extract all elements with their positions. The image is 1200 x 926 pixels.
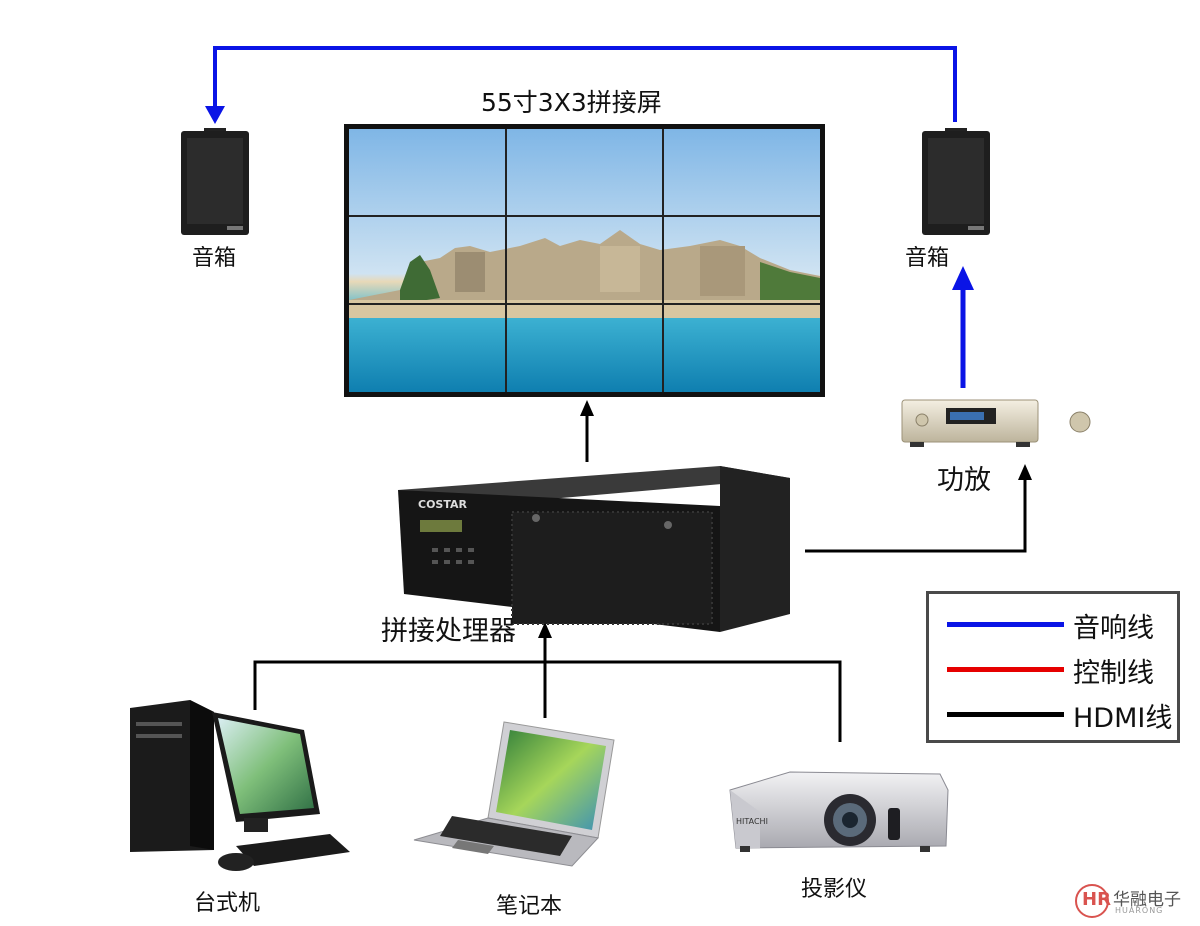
laptop-label: 笔记本 — [496, 894, 563, 919]
desktop-label: 台式机 — [194, 891, 261, 916]
hdmi-arrow-amp — [1018, 464, 1032, 480]
speaker-left-label: 音箱 — [192, 246, 237, 271]
legend-swatch-audio — [947, 622, 1064, 627]
speaker-left-icon — [181, 128, 249, 235]
processor-icon: COSTAR — [398, 466, 790, 632]
legend: 音响线 控制线 HDMI线 — [926, 591, 1180, 743]
processor-label: 拼接处理器 — [381, 616, 516, 647]
legend-label-hdmi: HDMI线 — [1073, 703, 1173, 734]
laptop-icon — [413, 721, 615, 867]
hdmi-line-amp — [805, 478, 1027, 553]
amplifier-label: 功放 — [937, 465, 991, 496]
legend-swatch-control — [947, 667, 1064, 672]
legend-swatch-hdmi — [947, 712, 1064, 717]
projector-label: 投影仪 — [801, 877, 868, 902]
diagram-title: 55寸3X3拼接屏 — [481, 88, 662, 117]
hdmi-arrow-screen — [580, 400, 594, 416]
processor-brand-text: COSTAR — [418, 498, 468, 511]
audio-arrow-left-speaker — [205, 106, 225, 124]
hdmi-arrow-processor — [538, 622, 552, 638]
legend-label-control: 控制线 — [1073, 658, 1154, 689]
logo-mark-text: HR — [1082, 889, 1111, 910]
legend-item-control: 控制线 — [947, 649, 1177, 689]
video-wall — [344, 124, 825, 397]
logo-mark-icon: HR — [1075, 884, 1111, 918]
projector-icon: HITACHI — [729, 771, 949, 852]
legend-label-audio: 音响线 — [1073, 613, 1154, 644]
company-logo: HR 华融电子 HUARONG — [1075, 884, 1185, 918]
logo-subtext: HUARONG — [1115, 906, 1164, 915]
logo-text: 华融电子 — [1113, 890, 1181, 910]
speaker-right-label: 音箱 — [905, 246, 950, 271]
legend-item-audio: 音响线 — [947, 604, 1177, 644]
projector-brand-text: HITACHI — [736, 817, 768, 826]
legend-item-hdmi: HDMI线 — [947, 694, 1177, 734]
hdmi-line-sources — [253, 660, 842, 742]
desktop-icon — [130, 700, 350, 871]
amplifier-icon — [901, 399, 1091, 447]
speaker-right-icon — [922, 128, 990, 235]
audio-line-top — [213, 46, 957, 122]
audio-arrow-right-speaker — [952, 266, 974, 290]
